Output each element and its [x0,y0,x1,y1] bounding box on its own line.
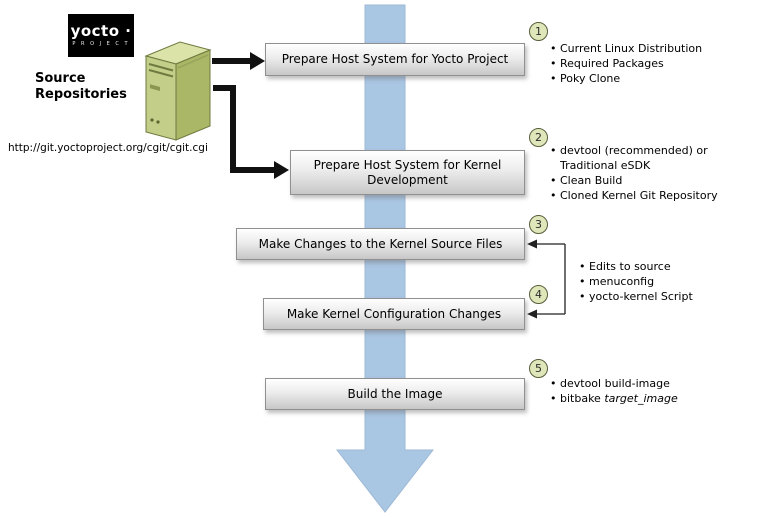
note-item: devtool (recommended) or Traditional eSD… [549,143,759,173]
note-item: menuconfig [578,274,748,289]
note-item: Poky Clone [549,71,759,86]
arrow-to-step2 [213,85,289,179]
arrow-to-step1 [212,52,265,70]
bracket-steps-3-4 [527,239,566,319]
yocto-logo: yocto · P R O J E C T [68,14,134,57]
note-text-italic: target_image [604,392,678,405]
steps3-4-notes: Edits to source menuconfig yocto-kernel … [578,259,748,304]
yocto-logo-subtitle: P R O J E C T [72,40,130,47]
step-box-2: Prepare Host System for Kernel Developme… [290,150,525,195]
step-number-badge-5: 5 [529,359,548,378]
step5-notes: devtool build-image bitbake target_image [549,376,749,406]
step-box-5: Build the Image [265,378,525,410]
note-item: bitbake target_image [549,391,749,406]
note-item: Clean Build [549,173,759,188]
note-text: devtool build-image [560,377,670,390]
step2-notes: devtool (recommended) or Traditional eSD… [549,143,759,203]
step-number-badge-4: 4 [529,285,548,304]
note-item: Edits to source [578,259,748,274]
note-item: Required Packages [549,56,759,71]
step-box-4: Make Kernel Configuration Changes [263,298,525,330]
note-item: devtool build-image [549,376,749,391]
step-number-badge-3: 3 [529,215,548,234]
note-text: bitbake [560,392,605,405]
server-icon [144,41,212,141]
note-item: Cloned Kernel Git Repository [549,188,759,203]
yocto-logo-text: yocto · [70,22,132,40]
source-repositories-label: Source Repositories [35,71,127,102]
step-number-badge-1: 1 [529,22,548,41]
source-repositories-url: http://git.yoctoproject.org/cgit/cgit.cg… [8,142,208,154]
step-box-1: Prepare Host System for Yocto Project [265,43,525,76]
step1-notes: Current Linux Distribution Required Pack… [549,41,759,86]
note-item: Current Linux Distribution [549,41,759,56]
note-item: yocto-kernel Script [578,289,748,304]
step-number-badge-2: 2 [529,128,548,147]
step-box-3: Make Changes to the Kernel Source Files [236,228,525,260]
